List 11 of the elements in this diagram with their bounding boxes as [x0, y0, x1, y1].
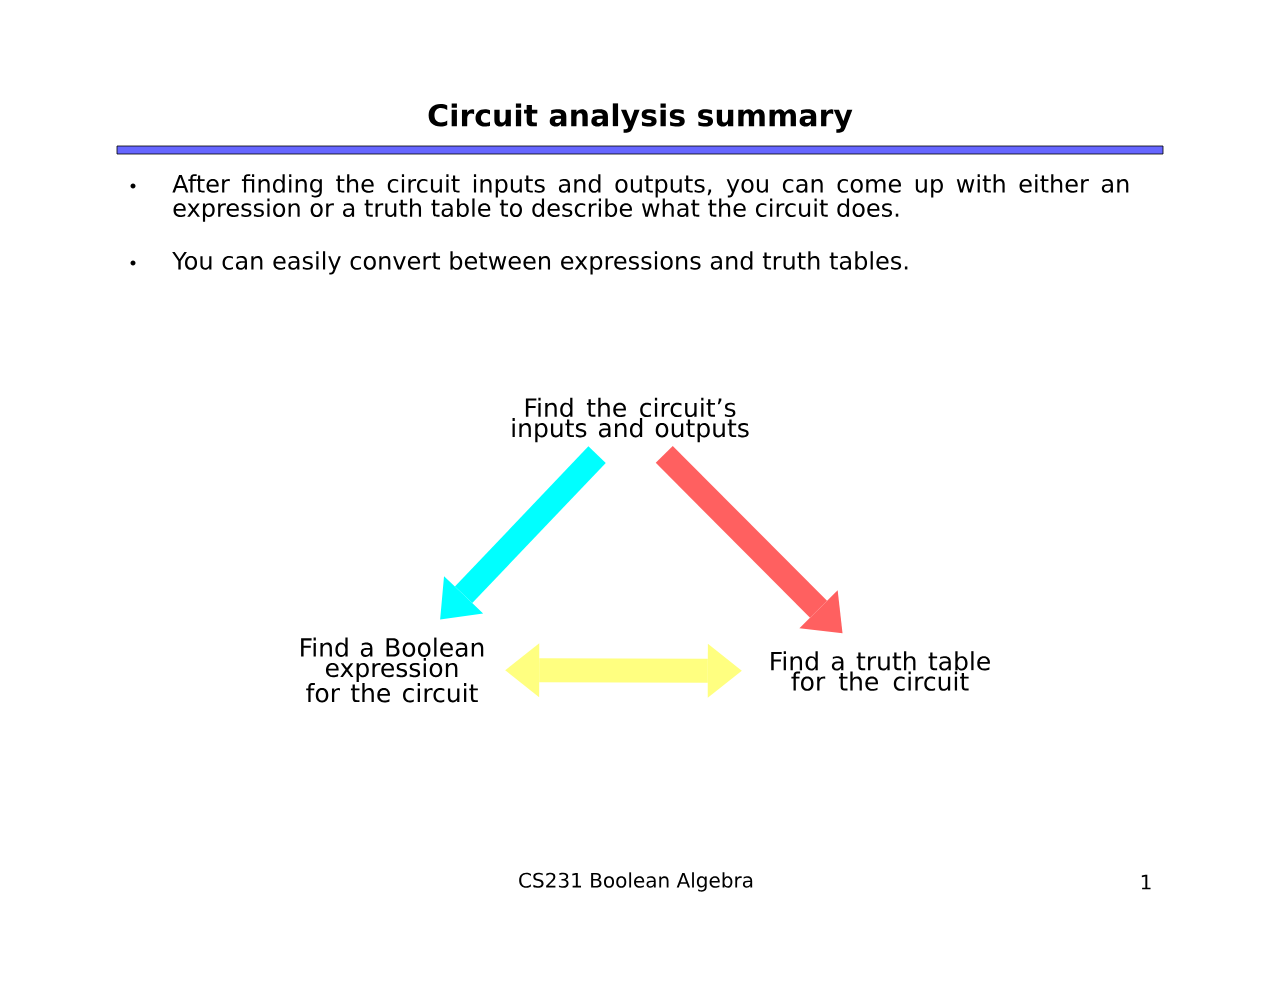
- bullet-text: After finding the circuit inputs and outputs, you can come up with either an expression or a truth table to describe what the circuit does.: [172, 174, 1129, 222]
- step-text: Find the circuit’s inputs and outputs: [512, 397, 749, 443]
- block-arrow: [505, 643, 742, 698]
- block-arrow: [655, 445, 843, 634]
- block-arrow: [440, 446, 606, 620]
- bullet-text: You can easily convert between expressions and truth tables.: [172, 251, 908, 275]
- step-text: Find a Boolean expression for the circuit: [301, 637, 484, 703]
- title: Circuit analysis summary: [428, 103, 853, 133]
- footer: CS231 Boolean Algebra: [519, 872, 753, 892]
- step-text: Find a truth table for the circuit: [771, 651, 990, 691]
- page-number: 1: [1141, 874, 1151, 890]
